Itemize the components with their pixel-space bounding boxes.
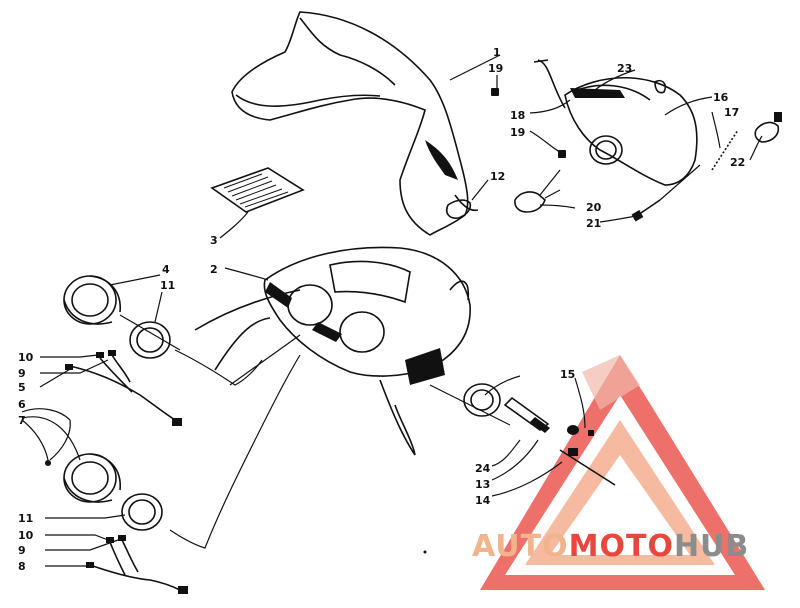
- callout-3: 3: [210, 234, 218, 247]
- bracket-12: [445, 199, 472, 219]
- callout-17: 17: [724, 106, 739, 119]
- callout-20: 20: [586, 201, 602, 214]
- callout-labels: 1 19 12 3 2 4 11 10 9 5 6 7 11 10 9 8 15…: [18, 46, 745, 573]
- callout-24: 24: [475, 462, 491, 475]
- callout-7: 7: [18, 414, 26, 427]
- callout-12: 12: [490, 170, 505, 183]
- watermark-moto: MOTO: [569, 529, 674, 564]
- bezel-ring-lower: [121, 493, 163, 531]
- watermark-text: AUTOMOTOHUB: [472, 529, 749, 564]
- callout-21: 21: [586, 217, 601, 230]
- windshield: [231, 11, 479, 236]
- callout-22: 22: [730, 156, 745, 169]
- callout-16: 16: [713, 91, 729, 104]
- headlight-bulb: [589, 135, 623, 165]
- callout-23: 23: [617, 62, 632, 75]
- callout-2: 2: [210, 263, 218, 276]
- callout-9-lower: 9: [18, 544, 26, 557]
- callout-11-lower: 11: [18, 512, 33, 525]
- decal: [210, 167, 305, 213]
- nut-15: [567, 425, 594, 436]
- callout-15: 15: [560, 368, 575, 381]
- watermark-logo-mark: [480, 355, 765, 590]
- callout-11-upper: 11: [160, 279, 175, 292]
- callout-8: 8: [18, 560, 26, 573]
- callout-1: 1: [493, 46, 501, 59]
- bulb-socket-20: [514, 189, 561, 213]
- bezel-ring-upper: [129, 321, 171, 359]
- gauge-body-13: [503, 396, 550, 433]
- callout-13: 13: [475, 478, 490, 491]
- wiring-harness-lower: [86, 535, 188, 594]
- callout-6: 6: [18, 398, 26, 411]
- wiring-harness-upper: [65, 350, 182, 426]
- watermark-auto: AUTO: [472, 529, 569, 564]
- callout-4: 4: [162, 263, 170, 276]
- callout-19-upper: 19: [488, 62, 503, 75]
- cable-14: [559, 448, 616, 486]
- adjust-knob-22: [754, 112, 782, 143]
- headlight-housing: [533, 59, 698, 186]
- callout-19-lower: 19: [510, 126, 525, 139]
- bezel-ring-24: [463, 383, 501, 417]
- callout-5: 5: [18, 381, 26, 394]
- callout-18: 18: [510, 109, 525, 122]
- hood-instrument-pod: [194, 246, 471, 456]
- callout-10-lower: 10: [18, 529, 34, 542]
- callout-10-upper: 10: [18, 351, 34, 364]
- bolt-19-upper: [491, 88, 499, 96]
- watermark-hub: HUB: [674, 529, 749, 564]
- gauge-speedometer: [63, 275, 181, 351]
- screw-21: [631, 199, 661, 222]
- leader-lines: [21, 54, 763, 567]
- gauge-tachometer: [45, 453, 121, 503]
- callout-9-upper: 9: [18, 367, 26, 380]
- callout-14: 14: [475, 494, 491, 507]
- svg-text:AUTOMOTOHUB: AUTOMOTOHUB: [472, 529, 749, 564]
